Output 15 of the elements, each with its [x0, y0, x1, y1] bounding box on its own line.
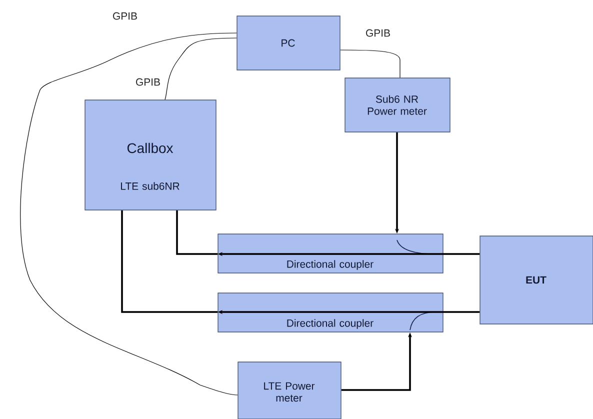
box: Directional coupler: [218, 234, 444, 274]
connector: [164, 38, 237, 100]
connector: [176, 210, 218, 255]
connector: [20, 32, 238, 396]
edge-label: GPIB: [134, 77, 162, 87]
box: EUT: [480, 236, 593, 324]
connector: [340, 50, 400, 78]
edge-label: GPIB: [112, 11, 138, 21]
box: LTE Power meter: [238, 362, 342, 419]
box: PC: [236, 16, 340, 70]
edge-label: GPIB: [364, 28, 392, 38]
box: Callbox LTE sub6NR: [84, 100, 216, 210]
connector: [121, 210, 218, 313]
box: Directional coupler: [218, 292, 444, 332]
box: Sub6 NR Power meter: [344, 78, 450, 132]
